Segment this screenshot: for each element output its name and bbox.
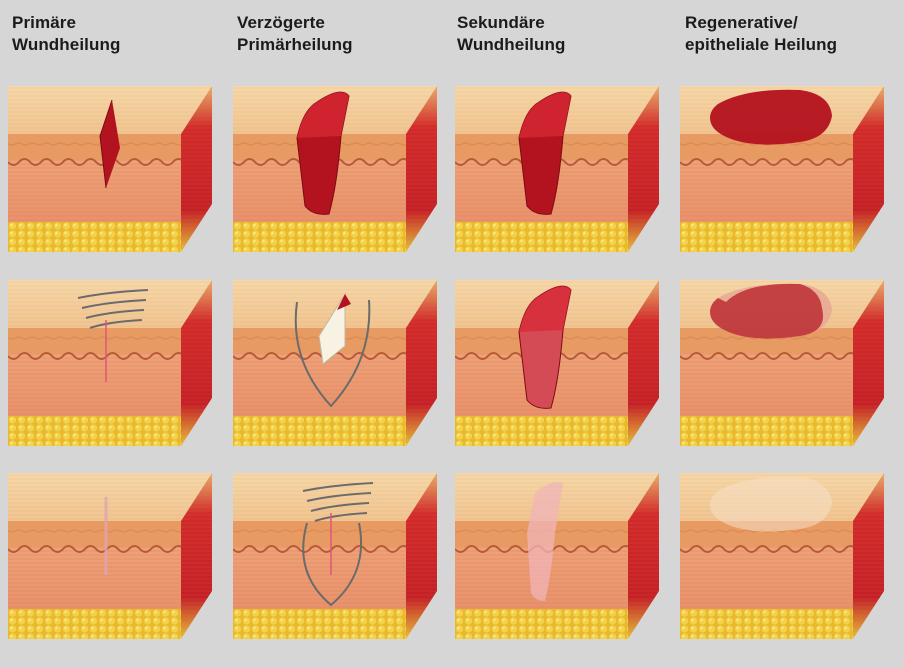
fat-layer	[680, 222, 853, 252]
skin-block-tightened-suture	[233, 473, 443, 643]
fat-layer	[8, 222, 181, 252]
skin-block-sutured-incision	[8, 280, 218, 450]
skin-block-svg	[455, 86, 665, 256]
header-delayed-primary-healing: Verzögerte Primärheilung	[237, 12, 353, 56]
fat-layer	[680, 609, 853, 639]
skin-block-svg	[680, 280, 890, 450]
skin-block-svg	[8, 280, 218, 450]
skin-block-open-incision	[8, 86, 218, 256]
fat-layer	[455, 222, 628, 252]
skin-block-svg	[233, 473, 443, 643]
skin-block-re-epithelializing-abrasion	[680, 280, 890, 450]
skin-block-open-crater	[233, 86, 443, 256]
skin-block-svg	[680, 86, 890, 256]
fat-layer	[233, 222, 406, 252]
fat-layer	[455, 416, 628, 446]
header-regenerative-healing: Regenerative/ epitheliale Heilung	[685, 12, 837, 56]
skin-block-svg	[455, 280, 665, 450]
skin-block-svg	[8, 473, 218, 643]
fat-layer	[8, 609, 181, 639]
skin-block-svg	[8, 86, 218, 256]
skin-block-loose-suture-packed-wound	[233, 280, 443, 450]
fat-layer	[680, 416, 853, 446]
skin-block-svg	[455, 473, 665, 643]
header-secondary-healing: Sekundäre Wundheilung	[457, 12, 565, 56]
skin-block-svg	[233, 280, 443, 450]
skin-block-svg	[680, 473, 890, 643]
fat-layer	[233, 609, 406, 639]
skin-block-open-crater-large	[455, 86, 665, 256]
skin-block-healed-crater-scar	[455, 473, 665, 643]
fat-layer	[455, 609, 628, 639]
skin-block-healed-scar	[8, 473, 218, 643]
skin-block-granulating-crater	[455, 280, 665, 450]
fat-layer	[8, 416, 181, 446]
skin-block-superficial-abrasion	[680, 86, 890, 256]
header-primary-healing: Primäre Wundheilung	[12, 12, 120, 56]
skin-block-svg	[233, 86, 443, 256]
fat-layer	[233, 416, 406, 446]
skin-block-healed-surface	[680, 473, 890, 643]
